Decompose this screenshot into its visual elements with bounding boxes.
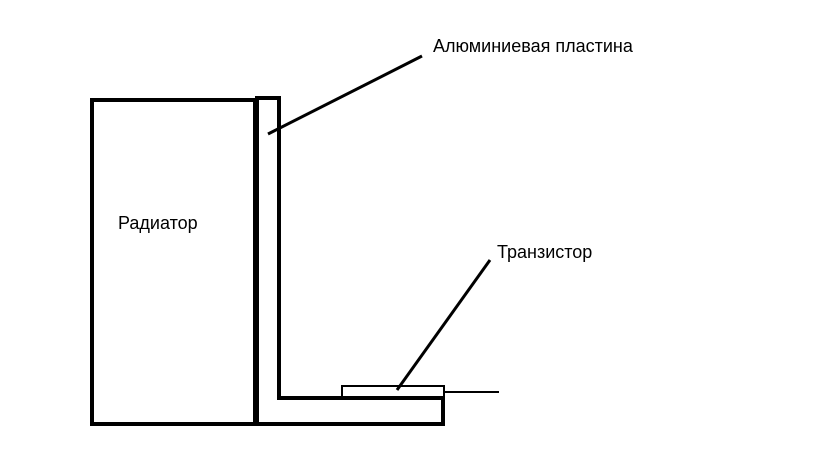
- aluminum-plate-leader-line: [267, 54, 423, 136]
- aluminum-plate-label: Алюминиевая пластина: [433, 36, 634, 56]
- radiator-block: [90, 98, 257, 426]
- transistor-label: Транзистор: [497, 242, 592, 262]
- transistor-body: [341, 385, 445, 398]
- transistor-leader-line: [395, 259, 492, 391]
- radiator-label: Радиатор: [118, 213, 198, 233]
- aluminum-plate: [255, 96, 445, 426]
